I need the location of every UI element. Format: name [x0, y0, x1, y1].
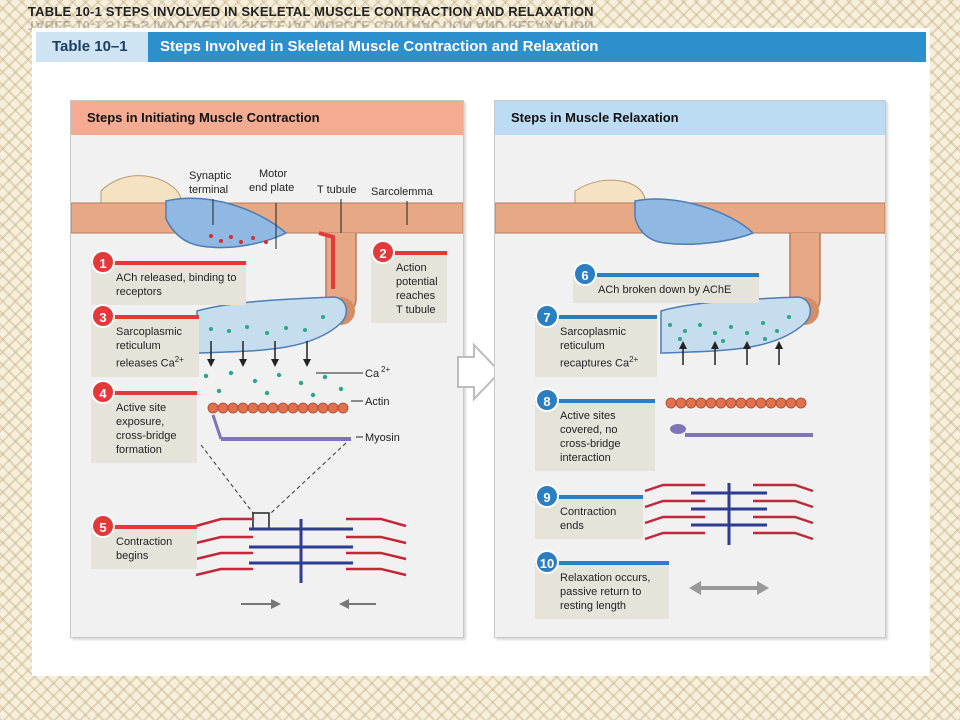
step-3: 3 Sarcoplasmic reticulum releases Ca2+ [91, 304, 199, 377]
table-title: Steps Involved in Skeletal Muscle Contra… [160, 38, 599, 55]
synaptic-terminal [165, 197, 288, 249]
label-synaptic: Synaptic [189, 170, 232, 182]
label-t-tubule: T tubule [317, 184, 357, 196]
step-9: 9 Contraction ends [535, 484, 643, 539]
contraction-diagram: Synaptic terminal Motor end plate T tubu… [71, 168, 463, 609]
sarcomere-actin [195, 517, 407, 577]
step-4: 4 Active site exposure, cross-bridge for… [91, 380, 197, 463]
label-end-plate: end plate [249, 182, 294, 194]
actin-filament-2 [665, 397, 807, 409]
ca-recapture-arrowheads [679, 341, 783, 349]
actin-filament [207, 402, 349, 414]
action-potential-arrow [318, 231, 335, 289]
synaptic-terminal-2 [634, 198, 755, 246]
ca-dots-recaptured [668, 315, 791, 343]
zoom-line-right [270, 442, 347, 514]
zoom-line-left [200, 444, 254, 514]
label-myosin: Myosin [365, 432, 400, 444]
label-terminal: terminal [189, 184, 228, 196]
step-8: 8 Active sites covered, no cross-bridge … [535, 388, 655, 471]
ca-dots-free [203, 370, 344, 398]
relaxation-diagram [495, 179, 885, 595]
table-header-bar [36, 32, 926, 62]
ca-release-arrowheads [207, 359, 311, 367]
ca-dots-sr [209, 315, 325, 335]
relaxation-panel: Steps in Muscle Relaxation [494, 100, 886, 638]
myosin-head-2 [670, 424, 686, 434]
label-ca: Ca [365, 368, 380, 380]
zoom-box [252, 512, 270, 530]
contraction-panel: Steps in Initiating Muscle Contraction S… [70, 100, 464, 638]
sliding-arrows [241, 599, 376, 609]
contraction-heading: Steps in Initiating Muscle Contraction [71, 101, 463, 135]
step-2: 2 Action potential reaches T tubule [371, 240, 447, 323]
myosin-head [211, 414, 223, 440]
label-ca-sup: 2+ [381, 365, 390, 374]
ach-dots [209, 234, 268, 244]
step-10: 10 Relaxation occurs, passive return to … [535, 550, 669, 619]
relaxation-heading: Steps in Muscle Relaxation [495, 101, 885, 135]
step-7: 7 Sarcoplasmic reticulum recaptures Ca2+ [535, 304, 657, 377]
gray-double-arrow-icon [689, 581, 769, 595]
slide-title: TABLE 10-1 STEPS INVOLVED IN SKELETAL MU… [28, 4, 594, 33]
step-5: 5 Contraction begins [91, 514, 197, 569]
sarcoplasmic-reticulum [196, 296, 348, 354]
sarcomere-myosin [249, 519, 353, 583]
step-1: 1 ACh released, binding to receptors [91, 250, 246, 305]
label-sarcolemma: Sarcolemma [371, 186, 434, 198]
label-actin: Actin [365, 396, 389, 408]
sarcomere-actin-2 [644, 483, 814, 541]
table-number: Table 10–1 [36, 32, 148, 62]
step-6: 6 ACh broken down by AChE [573, 262, 759, 303]
label-motor: Motor [259, 168, 287, 180]
sarcomere-myosin-2 [691, 483, 767, 545]
